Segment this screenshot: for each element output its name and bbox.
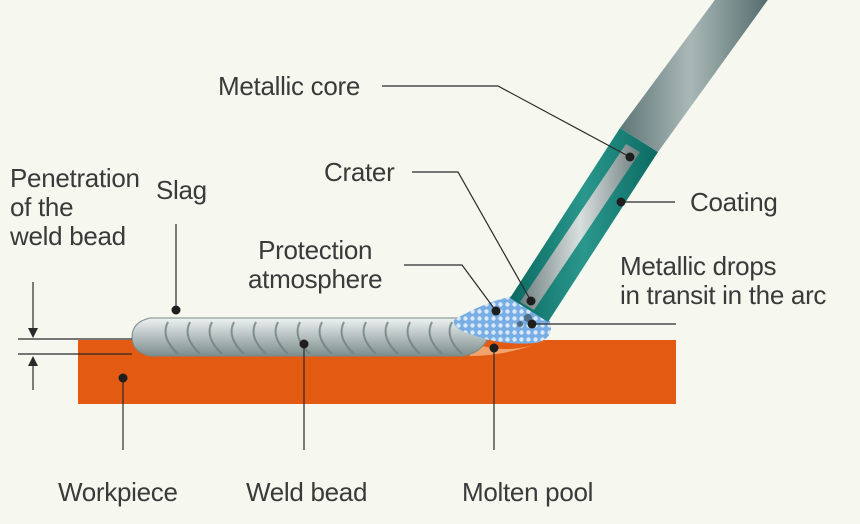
label-molten-pool: Molten pool [462,477,594,507]
label-slag: Slag [156,175,207,205]
label-metallic-drops-line2: in transit in the arc [620,280,827,310]
weld-ripples [164,321,463,355]
label-protection-line1: Protection [258,235,373,265]
label-weld-bead: Weld bead [246,477,368,507]
label-metallic-drops: Metallic drops in transit in the arc [620,252,826,310]
electrode-upper [620,0,768,152]
label-crater: Crater [324,157,395,187]
label-protection-line2: atmosphere [248,264,383,294]
label-metallic-drops-line1: Metallic drops [620,251,777,281]
label-penetration: Penetration of the weld bead [10,164,140,251]
label-protection-atmosphere: Protection atmosphere [248,235,383,294]
label-penetration-line3: weld bead [10,221,126,251]
label-penetration-line2: of the [10,192,74,222]
label-metallic-core: Metallic core [218,71,361,101]
electrode-core [520,144,640,310]
label-penetration-line1: Penetration [10,163,140,193]
molten-pool-shape [462,338,552,356]
label-workpiece: Workpiece [58,477,178,507]
weld-bead-shape [131,317,489,357]
label-coating: Coating [690,187,778,217]
